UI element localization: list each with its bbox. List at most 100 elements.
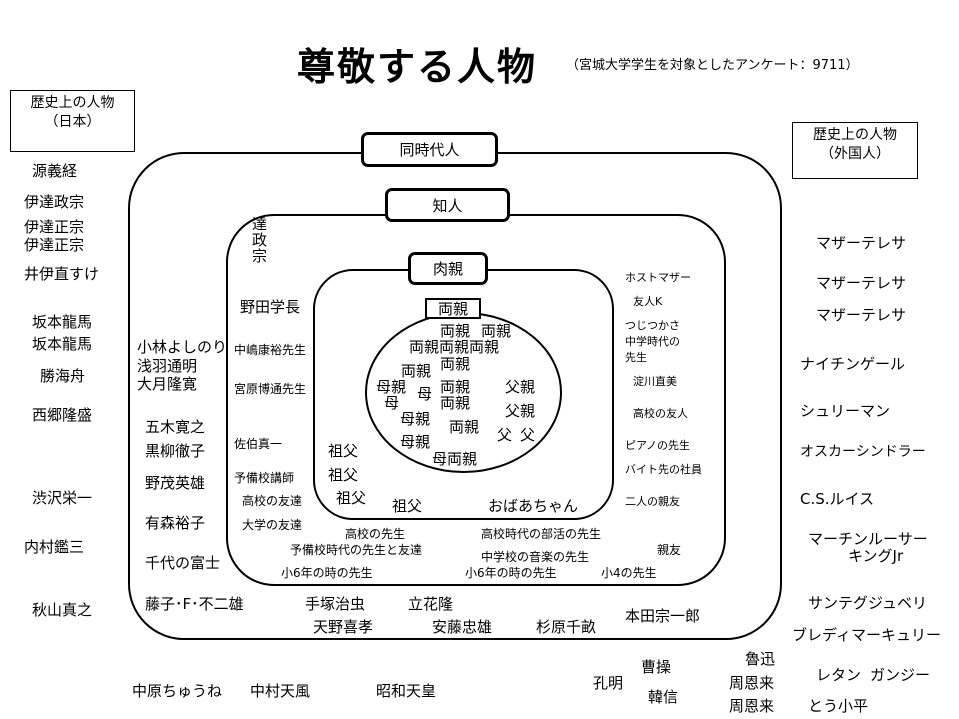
person-name: 井伊直すけ	[24, 265, 100, 283]
person-name: 父	[520, 426, 536, 444]
diagram-title: 尊敬する人物	[297, 45, 538, 89]
person-name: マザーテレサ	[816, 274, 907, 292]
label-box-parents: 両親	[425, 298, 481, 319]
person-name: オスカーシンドラー	[800, 444, 926, 460]
person-name: 内村鑑三	[24, 538, 85, 556]
person-name: 父	[497, 426, 513, 444]
person-name: 杉原千畝	[536, 618, 597, 636]
person-name: 中学時代の	[625, 335, 680, 348]
person-name: 秋山真之	[32, 601, 93, 619]
person-name: 祖父	[328, 466, 359, 484]
person-name: キングJr	[848, 547, 904, 565]
person-name: 先生	[625, 351, 647, 364]
person-name: 両親	[440, 355, 471, 373]
person-name: 高校時代の部活の先生	[481, 527, 602, 541]
person-name: 母親	[400, 410, 431, 428]
person-name: 二人の親友	[625, 495, 680, 508]
category-sublabel-historical-japan: （日本）	[44, 114, 101, 130]
person-name: 祖父	[336, 489, 367, 507]
person-name: 伊達正宗	[24, 218, 85, 236]
person-name: とう小平	[808, 697, 869, 715]
person-name: 浅羽通明	[137, 357, 198, 375]
person-name: 大学の友達	[242, 518, 303, 532]
person-name: マザーテレサ	[816, 306, 907, 324]
person-name: 有森裕子	[145, 514, 206, 532]
category-label-historical-foreign: 歴史上の人物	[813, 127, 897, 143]
person-name: 手塚治虫	[305, 595, 366, 613]
person-name: 小6年の時の先生	[465, 566, 557, 580]
person-name: ガンジー	[870, 666, 931, 684]
person-name: 高校の先生	[345, 527, 406, 541]
person-name: 予備校時代の先生と友達	[290, 543, 423, 557]
person-name: 両親	[440, 322, 471, 340]
person-name: 淀川直美	[633, 375, 677, 388]
label-box-relatives: 肉親	[408, 252, 488, 285]
person-name: 坂本龍馬	[32, 313, 93, 331]
diagram-subtitle: （宮城大学学生を対象としたアンケート：9711）	[566, 58, 859, 73]
person-name: 高校の友人	[633, 407, 688, 420]
person-name: 両親両親両親	[409, 338, 500, 356]
person-name: 両親	[481, 322, 512, 340]
person-name: 黒柳徹子	[145, 442, 206, 460]
person-name: ブレディマーキュリー	[792, 626, 941, 644]
category-box-historical-japan: 歴史上の人物 （日本）	[10, 90, 135, 152]
person-name: おばあちゃん	[488, 497, 579, 515]
person-name: 予備校講師	[234, 471, 295, 485]
person-name: 母	[384, 394, 400, 412]
person-name: 韓信	[648, 688, 679, 706]
person-name-vertical: 達政宗	[250, 216, 268, 264]
person-name: 父親	[505, 378, 536, 396]
person-name: 母	[417, 385, 433, 403]
person-name: 祖父	[392, 497, 423, 515]
person-name: ホストマザー	[625, 271, 691, 284]
person-name: つじつかさ	[625, 319, 680, 332]
person-name: 源義経	[32, 162, 78, 180]
person-name: 大月隆寛	[137, 375, 198, 393]
person-name: 両親	[440, 378, 471, 396]
person-name: 伊達正宗	[24, 236, 85, 254]
person-name: 野田学長	[240, 298, 301, 316]
person-name: 周恩来	[729, 697, 775, 715]
person-name: 西郷隆盛	[32, 406, 93, 424]
person-name: 野茂英雄	[145, 474, 206, 492]
person-name: 孔明	[593, 674, 624, 692]
person-name: 小4の先生	[601, 566, 657, 580]
person-name: シュリーマン	[800, 402, 891, 420]
person-name: 五木寛之	[145, 418, 206, 436]
label-box-contemporary: 同時代人	[361, 132, 498, 167]
person-name: 親友	[657, 543, 682, 557]
label-box-acquaintance: 知人	[385, 188, 510, 222]
person-name: レタン	[816, 666, 862, 684]
person-name: 伊達政宗	[24, 193, 85, 211]
person-name: 両親	[401, 362, 432, 380]
person-name: 坂本龍馬	[32, 335, 93, 353]
person-name: 母両親	[432, 450, 478, 468]
person-name: 小林よしのり	[137, 338, 228, 356]
category-box-historical-foreign: 歴史上の人物 （外国人）	[792, 122, 918, 179]
person-name: ピアノの先生	[625, 439, 691, 452]
person-name: 中嶋康裕先生	[234, 343, 307, 357]
person-name: 母親	[376, 378, 407, 396]
person-name: 昭和天皇	[376, 682, 437, 700]
person-name: 中学校の音楽の先生	[481, 550, 590, 564]
person-name: 藤子･F･不二雄	[145, 595, 244, 613]
person-name: 中原ちゅうね	[132, 682, 223, 700]
person-name: 渋沢栄一	[32, 489, 93, 507]
person-name: 祖父	[328, 442, 359, 460]
person-name: 父親	[505, 402, 536, 420]
person-name: 安藤忠雄	[432, 618, 493, 636]
person-name: 宮原博通先生	[234, 382, 307, 396]
person-name: 中村天風	[250, 682, 311, 700]
person-name: マーチンルーサー	[808, 530, 928, 548]
person-name: 天野喜孝	[313, 618, 374, 636]
person-name: 本田宗一郎	[625, 607, 701, 625]
person-name: 勝海舟	[40, 367, 86, 385]
person-name: 高校の友達	[242, 494, 303, 508]
category-sublabel-historical-foreign: （外国人）	[820, 146, 890, 162]
person-name: 周恩来	[729, 674, 775, 692]
person-name: バイト先の社員	[625, 463, 702, 476]
person-name: 曹操	[641, 658, 672, 676]
person-name: サンテグジュベリ	[808, 594, 927, 612]
person-name: 両親	[440, 394, 471, 412]
person-name: 千代の富士	[145, 554, 221, 572]
